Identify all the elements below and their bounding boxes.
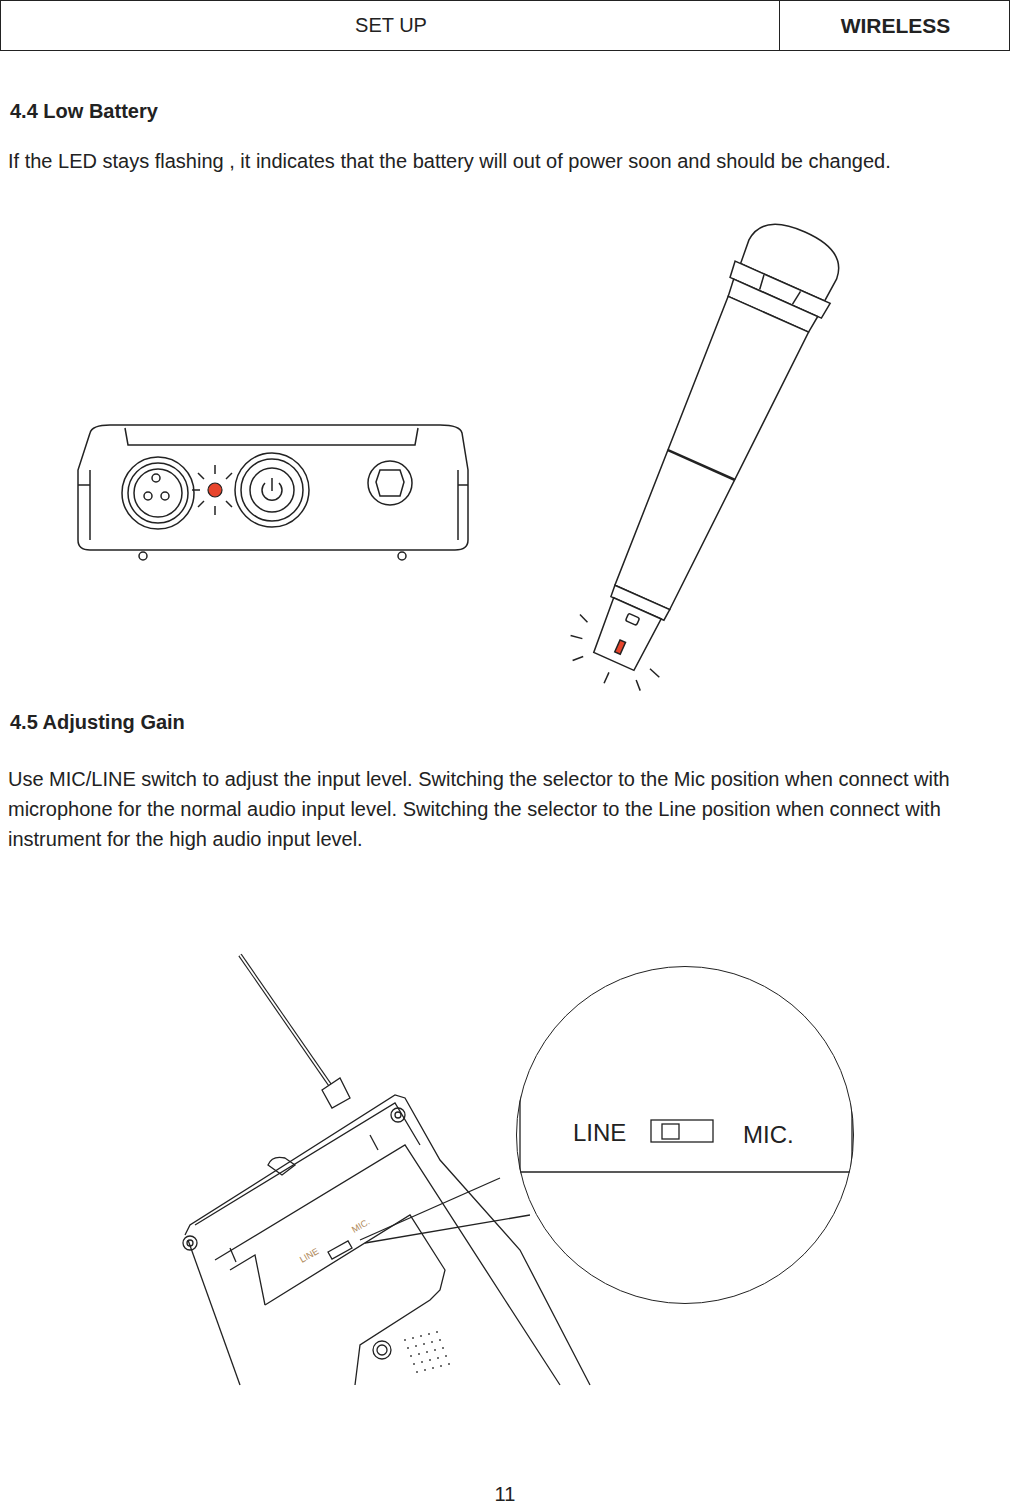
- device-label: MIC.: [350, 1206, 390, 1235]
- speaker-hole: [412, 1337, 414, 1339]
- page-number: 11: [480, 1483, 530, 1504]
- speaker-hole: [448, 1363, 450, 1365]
- speaker-hole: [421, 1361, 423, 1363]
- body-text: If the LED stays flashing , it indicates…: [8, 146, 983, 176]
- zoom-circle: LINE MIC.: [516, 966, 854, 1304]
- section-heading: 4.4 Low Battery: [10, 100, 610, 123]
- microphone: [557, 211, 853, 705]
- speaker-hole: [442, 1347, 444, 1349]
- bodypack: [183, 955, 590, 1385]
- speaker-hole: [423, 1343, 425, 1345]
- speaker-hole: [416, 1371, 418, 1373]
- receiver: [78, 425, 468, 560]
- speaker-hole: [410, 1355, 412, 1357]
- speaker-hole: [434, 1349, 436, 1351]
- speaker-hole: [420, 1335, 422, 1337]
- section-heading: 4.5 Adjusting Gain: [10, 711, 610, 734]
- header-cell: WIRELESS: [779, 0, 1010, 51]
- speaker-hole: [436, 1331, 438, 1333]
- switch-label: LINE: [573, 1119, 653, 1147]
- speaker-hole: [432, 1367, 434, 1369]
- speaker-hole: [407, 1347, 409, 1349]
- speaker-hole: [404, 1339, 406, 1341]
- speaker-hole: [426, 1351, 428, 1353]
- speaker-hole: [429, 1359, 431, 1361]
- speaker-hole: [428, 1333, 430, 1335]
- speaker-hole: [424, 1369, 426, 1371]
- header-text: WIRELESS: [780, 14, 1010, 38]
- switch-label: MIC.: [743, 1121, 823, 1149]
- speaker-hole: [418, 1353, 420, 1355]
- speaker-hole: [439, 1339, 441, 1341]
- zoom-detail: [515, 960, 860, 1310]
- header-text: SET UP: [1, 14, 781, 37]
- body-text: Use MIC/LINE switch to adjust the input …: [8, 764, 993, 854]
- speaker-hole: [440, 1365, 442, 1367]
- speaker-hole: [437, 1357, 439, 1359]
- header-cell: SET UP: [0, 0, 780, 51]
- speaker-hole: [431, 1341, 433, 1343]
- speaker-hole: [445, 1355, 447, 1357]
- speaker-hole: [415, 1345, 417, 1347]
- speaker-hole: [413, 1363, 415, 1365]
